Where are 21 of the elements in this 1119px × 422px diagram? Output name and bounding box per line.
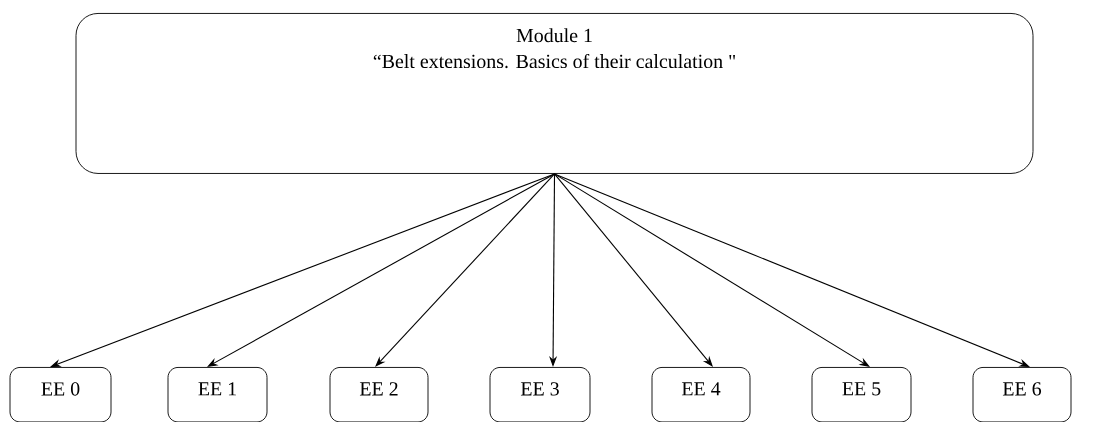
arrow <box>375 173 556 367</box>
element-box <box>972 367 1072 422</box>
arrow <box>207 173 556 367</box>
module-title: Module 1 “Belt extensions. Basics of their calculation " <box>373 28 735 69</box>
element-box <box>811 367 912 422</box>
element-box <box>9 367 112 422</box>
box-label: EE 5 <box>842 382 881 396</box>
box-label: EE 3 <box>520 382 559 396</box>
box-label: EE 2 <box>359 382 398 396</box>
box-label: EE 1 <box>198 382 236 396</box>
box-label: EE 4 <box>681 382 721 396</box>
module-box <box>75 13 1034 174</box>
element-box <box>651 367 751 422</box>
arrow <box>553 173 1030 367</box>
element-box <box>167 367 268 422</box>
element-box <box>489 367 591 422</box>
arrow <box>553 173 713 367</box>
arrow <box>553 173 870 367</box>
element-box <box>329 367 429 422</box>
box-label: EE 6 <box>1002 382 1042 396</box>
box-label: EE 0 <box>41 382 80 396</box>
